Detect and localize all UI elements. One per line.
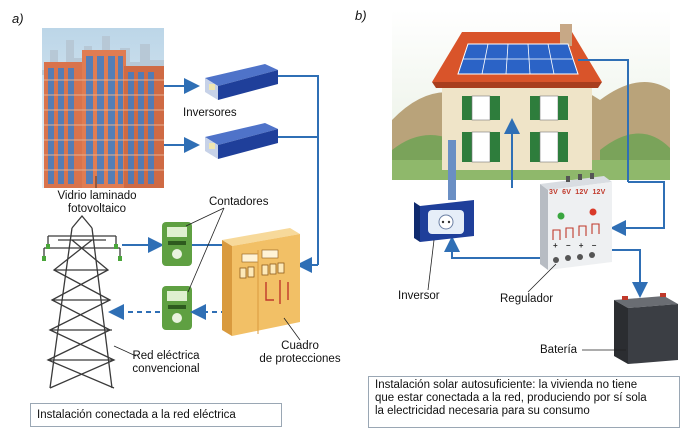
- inverter-device-1: [205, 64, 278, 100]
- regulator-terminals: + − + −: [553, 241, 600, 250]
- wire-inverter1-bus: [278, 75, 319, 265]
- photovoltaic-building: [42, 28, 164, 188]
- regulator-pointer-line: [527, 263, 557, 293]
- protection-cabinet: [222, 228, 300, 336]
- cabinet-label-line1: Cuadro: [281, 340, 319, 352]
- inverter-pointer-line: [427, 239, 435, 291]
- regulator-marking-3: 12V: [575, 189, 589, 196]
- caption-b: Instalación solar autosuficiente: la viv…: [368, 376, 680, 428]
- regulator-label: Regulador: [500, 293, 554, 305]
- battery-label: Batería: [540, 344, 578, 356]
- wire-regulator-to-inverter: [444, 236, 546, 259]
- glass-label: Vidrio laminado fotovoltaico: [42, 190, 152, 216]
- grid-label-line1: Red eléctrica: [132, 350, 200, 362]
- regulator-device: [540, 173, 612, 270]
- electricity-pylon: [43, 214, 121, 389]
- meters-pointer-2: [187, 207, 225, 293]
- regulator-markings: 3V 6V 12V 12V: [549, 189, 606, 197]
- panel-b-label: b): [355, 8, 367, 23]
- panel-a-label: a): [12, 11, 24, 26]
- inverter-b-device: [414, 200, 474, 242]
- grid-pointer-line: [113, 345, 137, 357]
- caption-b-line1: Instalación solar autosuficiente: la viv…: [375, 379, 638, 391]
- caption-b-line2: que estar conectada a la red, produciend…: [375, 392, 647, 404]
- regulator-marking-1: 3V: [549, 189, 558, 196]
- inverters-label: Inversores: [183, 107, 237, 119]
- battery-device: [614, 293, 678, 364]
- meters-pointer-1: [185, 207, 225, 227]
- glass-label-line1: Vidrio laminado: [57, 190, 137, 202]
- regulator-marking-2: 6V: [562, 189, 572, 196]
- meters-label: Contadores: [209, 196, 269, 208]
- grid-label-line2: convencional: [132, 363, 200, 375]
- glass-label-line2: fotovoltaico: [67, 203, 127, 215]
- inverter-b-label: Inversor: [398, 290, 440, 302]
- meter-device-2: [162, 286, 192, 330]
- wire-panel-to-regulator: [610, 181, 665, 236]
- caption-b-line3: la electricidad necesaria para su consum…: [375, 405, 590, 417]
- house-conduit: [448, 140, 456, 200]
- wire-panel-right: [578, 59, 629, 182]
- wire-regulator-to-battery: [604, 249, 648, 298]
- pylon-insulators: [42, 244, 122, 261]
- grid-label: Red eléctrica convencional: [118, 350, 214, 376]
- inverter-device-2: [205, 123, 278, 159]
- caption-a: Instalación conectada a la red eléctrica: [30, 403, 282, 427]
- cabinet-label: Cuadro de protecciones: [248, 340, 352, 366]
- regulator-marking-4: 12V: [592, 189, 606, 196]
- solar-panel: [457, 43, 579, 75]
- meter-device-1: [162, 222, 192, 266]
- cabinet-label-line2: de protecciones: [259, 353, 341, 365]
- cabinet-pointer-line: [283, 317, 301, 341]
